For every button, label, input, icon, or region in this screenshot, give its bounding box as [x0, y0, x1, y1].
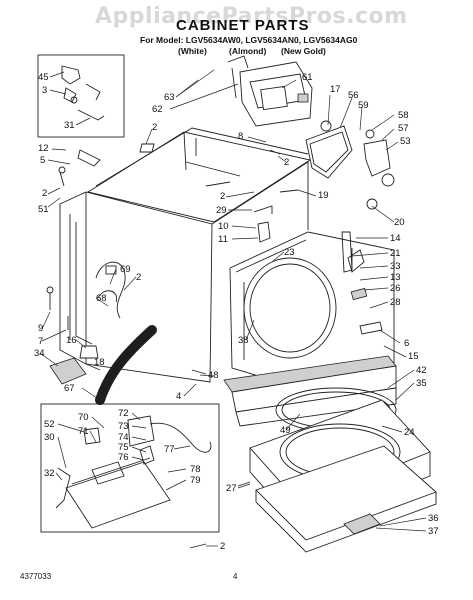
callout-28: 28	[390, 297, 401, 308]
callout-73: 73	[118, 421, 129, 432]
callout-5: 5	[40, 155, 45, 166]
callout-38: 38	[238, 335, 249, 346]
wire-harness	[95, 261, 126, 319]
leader-lines	[39, 69, 427, 547]
hardware-pieces	[46, 143, 383, 549]
callout-10: 10	[218, 221, 229, 232]
callout-2b: 2	[284, 157, 289, 168]
callout-6: 6	[404, 338, 409, 349]
color-new-gold: (New Gold)	[281, 46, 326, 56]
callout-15: 15	[408, 351, 419, 362]
callout-13: 13	[390, 272, 401, 283]
callout-76: 76	[118, 452, 129, 463]
callout-2e: 2	[136, 272, 141, 283]
callout-34: 34	[34, 348, 45, 359]
callout-9: 9	[38, 323, 43, 334]
inset-box-bottom-left	[40, 403, 220, 533]
callout-7: 7	[38, 336, 43, 347]
top-cover	[249, 399, 437, 553]
callout-69: 69	[120, 264, 131, 275]
inset-parts-top-left	[61, 65, 105, 121]
callout-53: 53	[400, 136, 411, 147]
callout-63: 63	[164, 92, 175, 103]
diagram-title: CABINET PARTS	[176, 17, 310, 34]
motor-assembly	[227, 55, 313, 127]
callout-11: 11	[218, 234, 228, 245]
burner-assembly	[55, 415, 212, 529]
callout-58: 58	[398, 110, 409, 121]
callout-31: 31	[64, 120, 75, 131]
watermark-text: AppliancePartsPros.com	[95, 4, 408, 29]
bottom-rail	[223, 355, 397, 427]
callout-36: 36	[428, 513, 439, 524]
callout-2f: 2	[220, 541, 225, 552]
front-panel	[229, 231, 395, 397]
callout-18: 18	[94, 357, 105, 368]
callout-57: 57	[398, 123, 409, 134]
callout-23: 23	[284, 247, 295, 258]
model-line: For Model: LGV5634AW0, LGV5634AN0, LGV56…	[140, 35, 358, 45]
callout-52: 52	[44, 419, 55, 430]
callout-33: 33	[390, 261, 401, 272]
belt-idler	[305, 120, 395, 210]
callout-72: 72	[118, 408, 129, 419]
callout-16: 16	[66, 335, 77, 346]
inset-box-top-left	[37, 54, 125, 138]
callout-78: 78	[190, 464, 201, 475]
callout-29: 29	[216, 205, 227, 216]
callout-71: 71	[78, 426, 89, 437]
callout-2d: 2	[220, 191, 225, 202]
callout-75: 75	[118, 442, 129, 453]
gas-hose	[95, 325, 157, 405]
callout-30: 30	[44, 432, 55, 443]
callout-24: 24	[404, 427, 415, 438]
callout-numbers: 45 3 31 63 62 61 17 56 59 58 57 53 2 8 2…	[34, 72, 439, 552]
color-white: (White)	[178, 46, 207, 56]
callout-17: 17	[330, 84, 341, 95]
callout-62: 62	[152, 104, 163, 115]
callout-51: 51	[38, 204, 49, 215]
callout-12: 12	[38, 143, 49, 154]
callout-27: 27	[226, 483, 237, 494]
callout-2a: 2	[152, 122, 157, 133]
callout-70: 70	[78, 412, 89, 423]
callout-67: 67	[64, 383, 75, 394]
callout-14: 14	[390, 233, 401, 244]
callout-49: 49	[280, 425, 291, 436]
callout-79: 79	[190, 475, 201, 486]
callout-8: 8	[238, 131, 243, 142]
callout-74: 74	[118, 432, 129, 443]
callout-61: 61	[302, 72, 313, 83]
callout-77: 77	[164, 444, 175, 455]
callout-68: 68	[96, 293, 107, 304]
color-almond: (Almond)	[229, 46, 267, 56]
callout-3: 3	[42, 85, 47, 96]
page-number: 4	[233, 572, 238, 581]
callout-21: 21	[390, 248, 401, 259]
callout-4: 4	[176, 391, 181, 402]
callout-32: 32	[44, 468, 55, 479]
callout-56: 56	[348, 90, 359, 101]
callout-48: 48	[208, 370, 219, 381]
callout-19: 19	[318, 190, 329, 201]
callout-45: 45	[38, 72, 49, 83]
cabinet-shell	[59, 127, 312, 383]
callout-35: 35	[416, 378, 427, 389]
callout-59: 59	[358, 100, 369, 111]
document-number: 4377033	[20, 572, 52, 581]
callout-2c: 2	[42, 188, 47, 199]
callout-37: 37	[428, 526, 439, 537]
callout-42: 42	[416, 365, 427, 376]
callout-20: 20	[394, 217, 405, 228]
callout-26: 26	[390, 283, 401, 294]
